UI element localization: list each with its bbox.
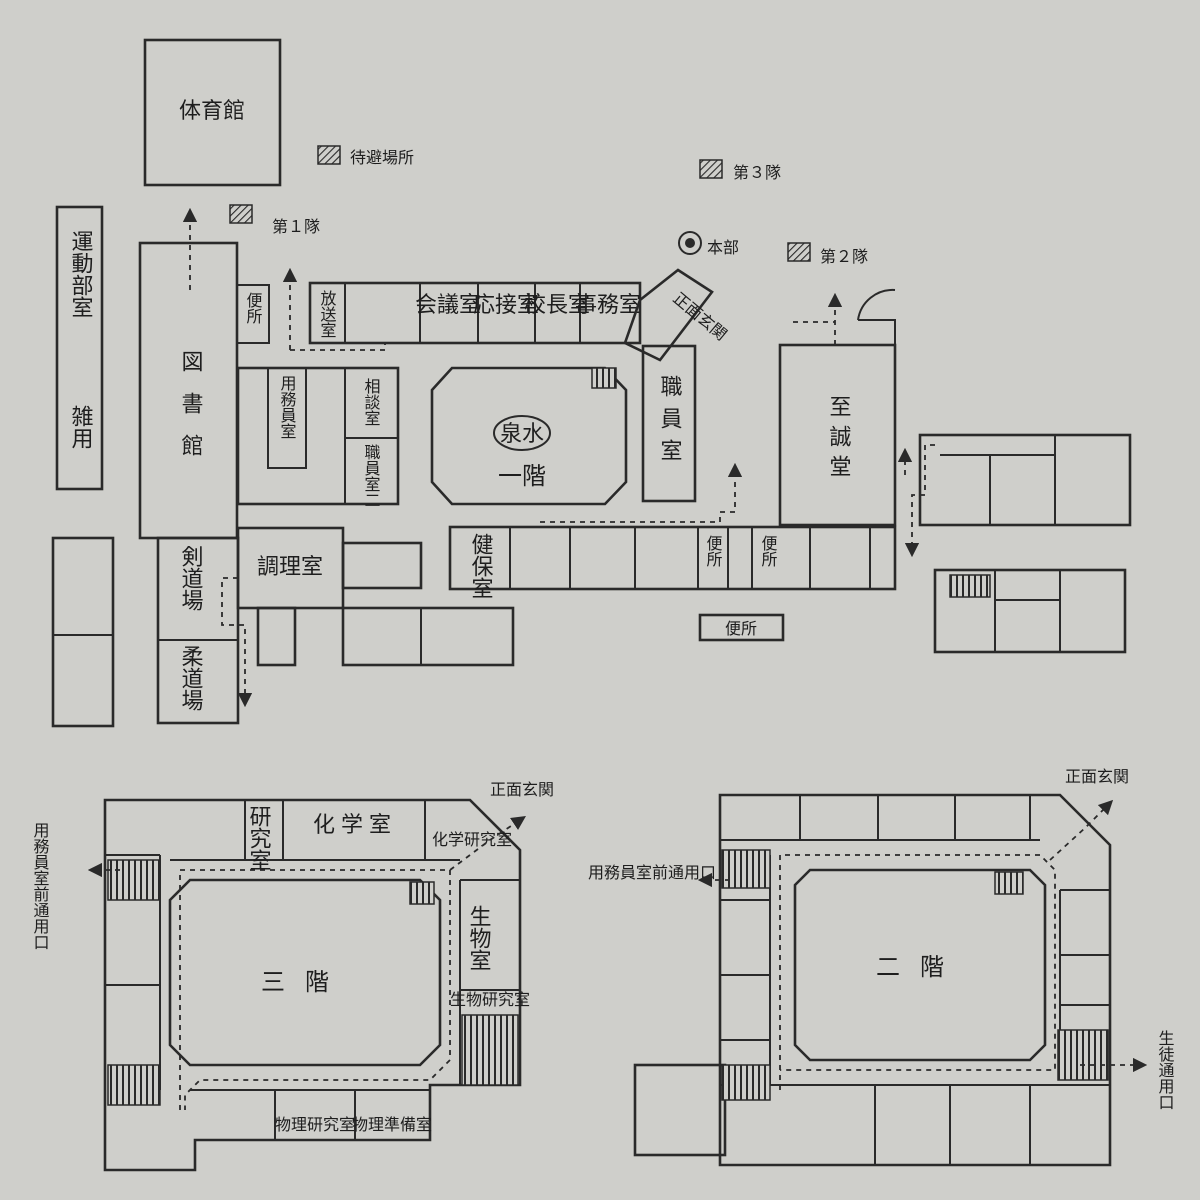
squad2-label: 第２隊: [820, 247, 868, 266]
shiseido-label: 至誠堂: [826, 395, 852, 485]
second-floor-plan: 二階 正面玄関 用務員室前通用口 生徒通用口: [588, 767, 1175, 1167]
f3-chem-research-label: 化学研究室: [432, 830, 512, 849]
floor2-courtyard: [793, 868, 1047, 1062]
kendo-label: 剣道場: [178, 545, 204, 611]
f3-front-entrance-label: 正面玄関: [490, 780, 554, 799]
office-label: 事務室: [575, 293, 641, 318]
reception-room-label: 応接室: [473, 293, 539, 318]
f2-front-entrance-label: 正面玄関: [1065, 767, 1129, 786]
stairs-3f-left-bottom: [107, 1064, 161, 1106]
f3-bio-research-label: 生物研究室: [450, 990, 530, 1009]
shiseido-hall: [778, 343, 897, 527]
staff-room-2: [344, 437, 399, 505]
squad2-marker: [787, 242, 811, 262]
lower-room-2: [341, 606, 515, 667]
stairs-2f-center: [994, 871, 1024, 895]
f3-biology-label: 生物室: [466, 905, 492, 971]
stairs-3f-left-top: [107, 859, 161, 901]
club-room-label: 運動部室: [68, 230, 94, 318]
judo-label: 柔道場: [178, 645, 204, 711]
stairs-1f: [591, 367, 617, 389]
health-room-label: 健保室: [468, 533, 494, 599]
stairs-2f-right: [1057, 1029, 1109, 1081]
stairs-3f-center: [409, 881, 435, 905]
floor3-label: 三階: [261, 968, 349, 996]
stairs-2f-left-top: [721, 849, 771, 889]
toilet-2-label: 便所: [704, 535, 723, 567]
waiting-place-marker: [317, 145, 341, 165]
squad1-label: 第１隊: [272, 217, 320, 236]
library-label: 図書館: [178, 350, 204, 476]
staff-room: [641, 344, 697, 503]
floor2-label: 二階: [876, 953, 964, 981]
waiting-place-label: 待避場所: [350, 148, 414, 167]
headquarters-label: 本部: [707, 238, 739, 257]
third-floor-plan: 研究室 化学室 化学研究室 生物室 生物研究室 物理研究室 物理準備室 三階 正…: [31, 780, 554, 1172]
top-room-row: [308, 281, 642, 345]
south-room-row: [448, 525, 897, 591]
custodian-room: [267, 367, 307, 469]
f3-chemistry-label: 化学室: [313, 813, 397, 838]
stairs-right-wing: [949, 574, 991, 598]
stairs-2f-left-bottom: [721, 1064, 771, 1101]
staff-room-2-label: 職員室二: [362, 444, 381, 508]
floor1-label: 一階: [498, 462, 546, 490]
right-wing-lower: [933, 568, 1127, 654]
toilet-1: [236, 284, 270, 344]
squad3-label: 第３隊: [733, 163, 781, 182]
toilet-3-label: 便所: [759, 535, 778, 567]
consultation-room-label: 相談室: [362, 378, 381, 426]
right-wing-upper: [918, 433, 1132, 527]
f3-phys-research-label: 物理研究室: [275, 1115, 355, 1134]
f2-student-entrance-label: 生徒通用口: [1156, 1030, 1175, 1110]
gym: [143, 38, 282, 187]
left-annex: [51, 536, 115, 728]
principal-room-label: 校長室: [524, 293, 590, 318]
floor3-outline: [103, 798, 522, 1172]
squad1-marker: [229, 204, 253, 224]
squad3-marker: [699, 159, 723, 179]
toilet-4-label: 便所: [725, 619, 757, 638]
custodian-room-label: 用務員室: [278, 375, 297, 439]
meeting-room-label: 会議室: [415, 293, 481, 318]
stairs-3f-right: [461, 1014, 519, 1086]
f3-research-label: 研究室: [246, 805, 272, 871]
gym-label: 体育館: [179, 99, 245, 124]
toilet-1-label: 便所: [244, 292, 263, 324]
floor2-west-annex: [633, 1063, 727, 1157]
martial-arts-halls: [156, 536, 240, 725]
headquarters-icon: [678, 231, 702, 255]
f3-custodian-entrance-label: 用務員室前通用口: [31, 822, 50, 950]
fountain: [493, 415, 551, 451]
f3-phys-prep-label: 物理準備室: [352, 1115, 432, 1134]
f2-custodian-entrance-label: 用務員室前通用口: [588, 863, 716, 882]
club-room: [55, 205, 104, 491]
front-entrance: [623, 268, 714, 362]
lower-room-1: [341, 541, 423, 590]
staff-room-label: 職員室: [657, 375, 683, 471]
first-floor-plan: 体育館 運動部室 雑用 図書館 便所 放送室 会議室 応接室 校長室 事務室 正…: [51, 38, 1132, 728]
broadcast-room-label: 放送室: [318, 290, 337, 338]
fountain-label: 泉水: [500, 422, 544, 447]
toilet-4: [698, 613, 785, 642]
storage-label: 雑用: [68, 405, 94, 449]
lower-room-3: [256, 606, 297, 667]
cooking-room-label: 調理室: [257, 555, 323, 580]
